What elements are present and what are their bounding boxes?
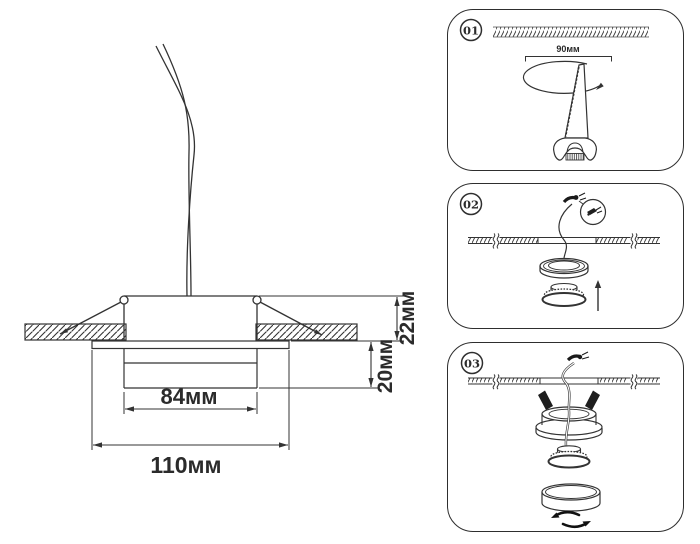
fixture-housing	[59, 295, 323, 341]
dim-inner-width-label: 84мм	[160, 384, 217, 409]
dim-outer-width-label: 110мм	[150, 452, 221, 478]
break-mark-right	[630, 233, 634, 249]
trim-ring	[541, 483, 601, 512]
spring-pivot-left	[119, 295, 129, 305]
step-number-badge: 02	[459, 192, 483, 216]
step-01-drawing: 01 90мм	[459, 18, 649, 161]
connector-detail-magnifier	[578, 198, 607, 226]
wire-with-connector	[558, 192, 587, 259]
recessed-body	[123, 348, 258, 389]
spring-clip-left	[59, 301, 122, 335]
insert-up-arrow	[594, 280, 602, 311]
wire-cable	[561, 362, 575, 447]
step-number-label: 02	[463, 198, 479, 212]
step-number-badge: 01	[459, 18, 483, 42]
spring-clip-right	[259, 301, 323, 336]
twist-arrows	[551, 510, 591, 529]
step-02-drawing: 02	[459, 192, 660, 311]
trim-flange	[91, 340, 290, 350]
ceiling-hatch-band	[493, 26, 649, 38]
spring-pivot-right	[252, 295, 262, 305]
dimension-recess-depth: 20мм	[259, 339, 397, 393]
ceiling-cross-section	[24, 323, 358, 341]
dimension-inner-width: 84мм	[123, 384, 258, 414]
dim-height-above-label: 22мм	[396, 291, 419, 345]
saw-handle-grip	[565, 153, 585, 161]
break-mark-left	[492, 374, 496, 390]
hole-diameter-dimension: 90мм	[525, 44, 612, 62]
saw-handle-arch	[566, 142, 584, 153]
step-panel-01: 01 90мм	[447, 9, 684, 171]
spring-clip-left	[538, 390, 553, 410]
hole-diameter-label: 90мм	[556, 44, 580, 54]
step-number-badge: 03	[460, 351, 484, 375]
dimension-height-above: 22мм	[259, 291, 419, 345]
supply-wire	[155, 43, 196, 297]
lamp-bulb	[541, 282, 587, 307]
fixture-cross-section-drawing: 84мм 110мм 22мм 20мм	[24, 43, 419, 478]
dimension-outer-width: 110мм	[91, 350, 290, 478]
mounting-ring	[539, 257, 589, 279]
step-panel-03: 03	[447, 342, 684, 532]
step-number-label: 01	[463, 24, 479, 38]
step-panel-02: 02	[447, 183, 684, 329]
break-mark-left	[492, 233, 496, 249]
break-mark-right	[630, 374, 634, 390]
step-number-label: 03	[464, 357, 480, 371]
cut-circle-arrow	[522, 60, 604, 94]
step-03-drawing: 03	[460, 351, 660, 529]
dim-recess-depth-label: 20мм	[374, 339, 397, 393]
saw-handle	[553, 137, 597, 161]
wire-connector	[566, 351, 590, 362]
saw-teeth	[564, 66, 580, 137]
spring-clip-right	[585, 390, 600, 410]
ceiling-section-with-hole	[468, 233, 660, 249]
drywall-saw	[553, 63, 597, 161]
lamp-bulb	[547, 445, 591, 469]
